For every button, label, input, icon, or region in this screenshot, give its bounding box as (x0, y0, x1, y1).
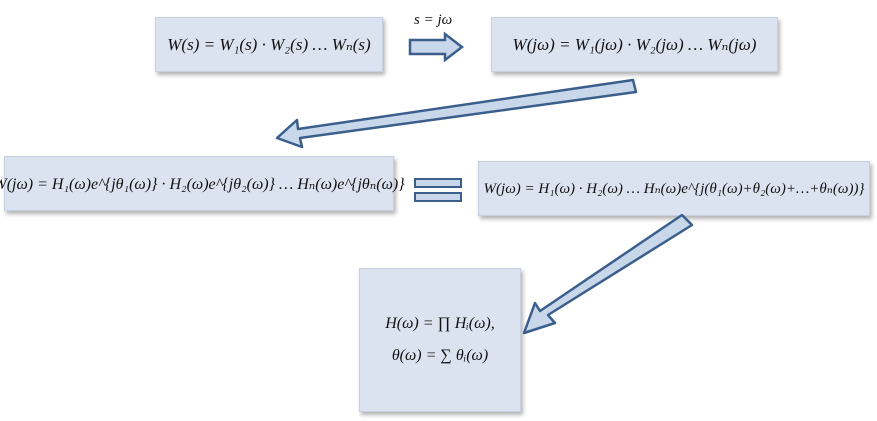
result-box: H(ω) = ∏ Hᵢ(ω), θ(ω) = ∑ θᵢ(ω) (359, 268, 521, 412)
equals-bar-top (414, 178, 462, 188)
frequency-response-box: W(jω) = W₁(jω) · W₂(jω) … Wₙ(jω) (491, 17, 778, 72)
transfer-function-box: W(s) = W₁(s) · W₂(s) … Wₙ(s) (155, 17, 383, 72)
polar-product-box: W(jω) = H₁(ω)e^{jθ₁(ω)} · H₂(ω)e^{jθ₂(ω)… (0, 156, 405, 211)
down-left-arrow-icon (522, 213, 694, 335)
substitution-label: s = jω (414, 12, 453, 28)
right-arrow-icon (408, 31, 465, 63)
phase-sum-line: θ(ω) = ∑ θᵢ(ω) (391, 347, 489, 364)
magnitude-product-line: H(ω) = ∏ Hᵢ(ω), (385, 315, 495, 332)
equals-bar-bottom (414, 192, 462, 202)
diagonal-arrow-icon (275, 78, 638, 149)
combined-phase-box: W(jω) = H₁(ω) · H₂(ω) … Hₙ(ω)e^{j(θ₁(ω)+… (478, 161, 870, 216)
